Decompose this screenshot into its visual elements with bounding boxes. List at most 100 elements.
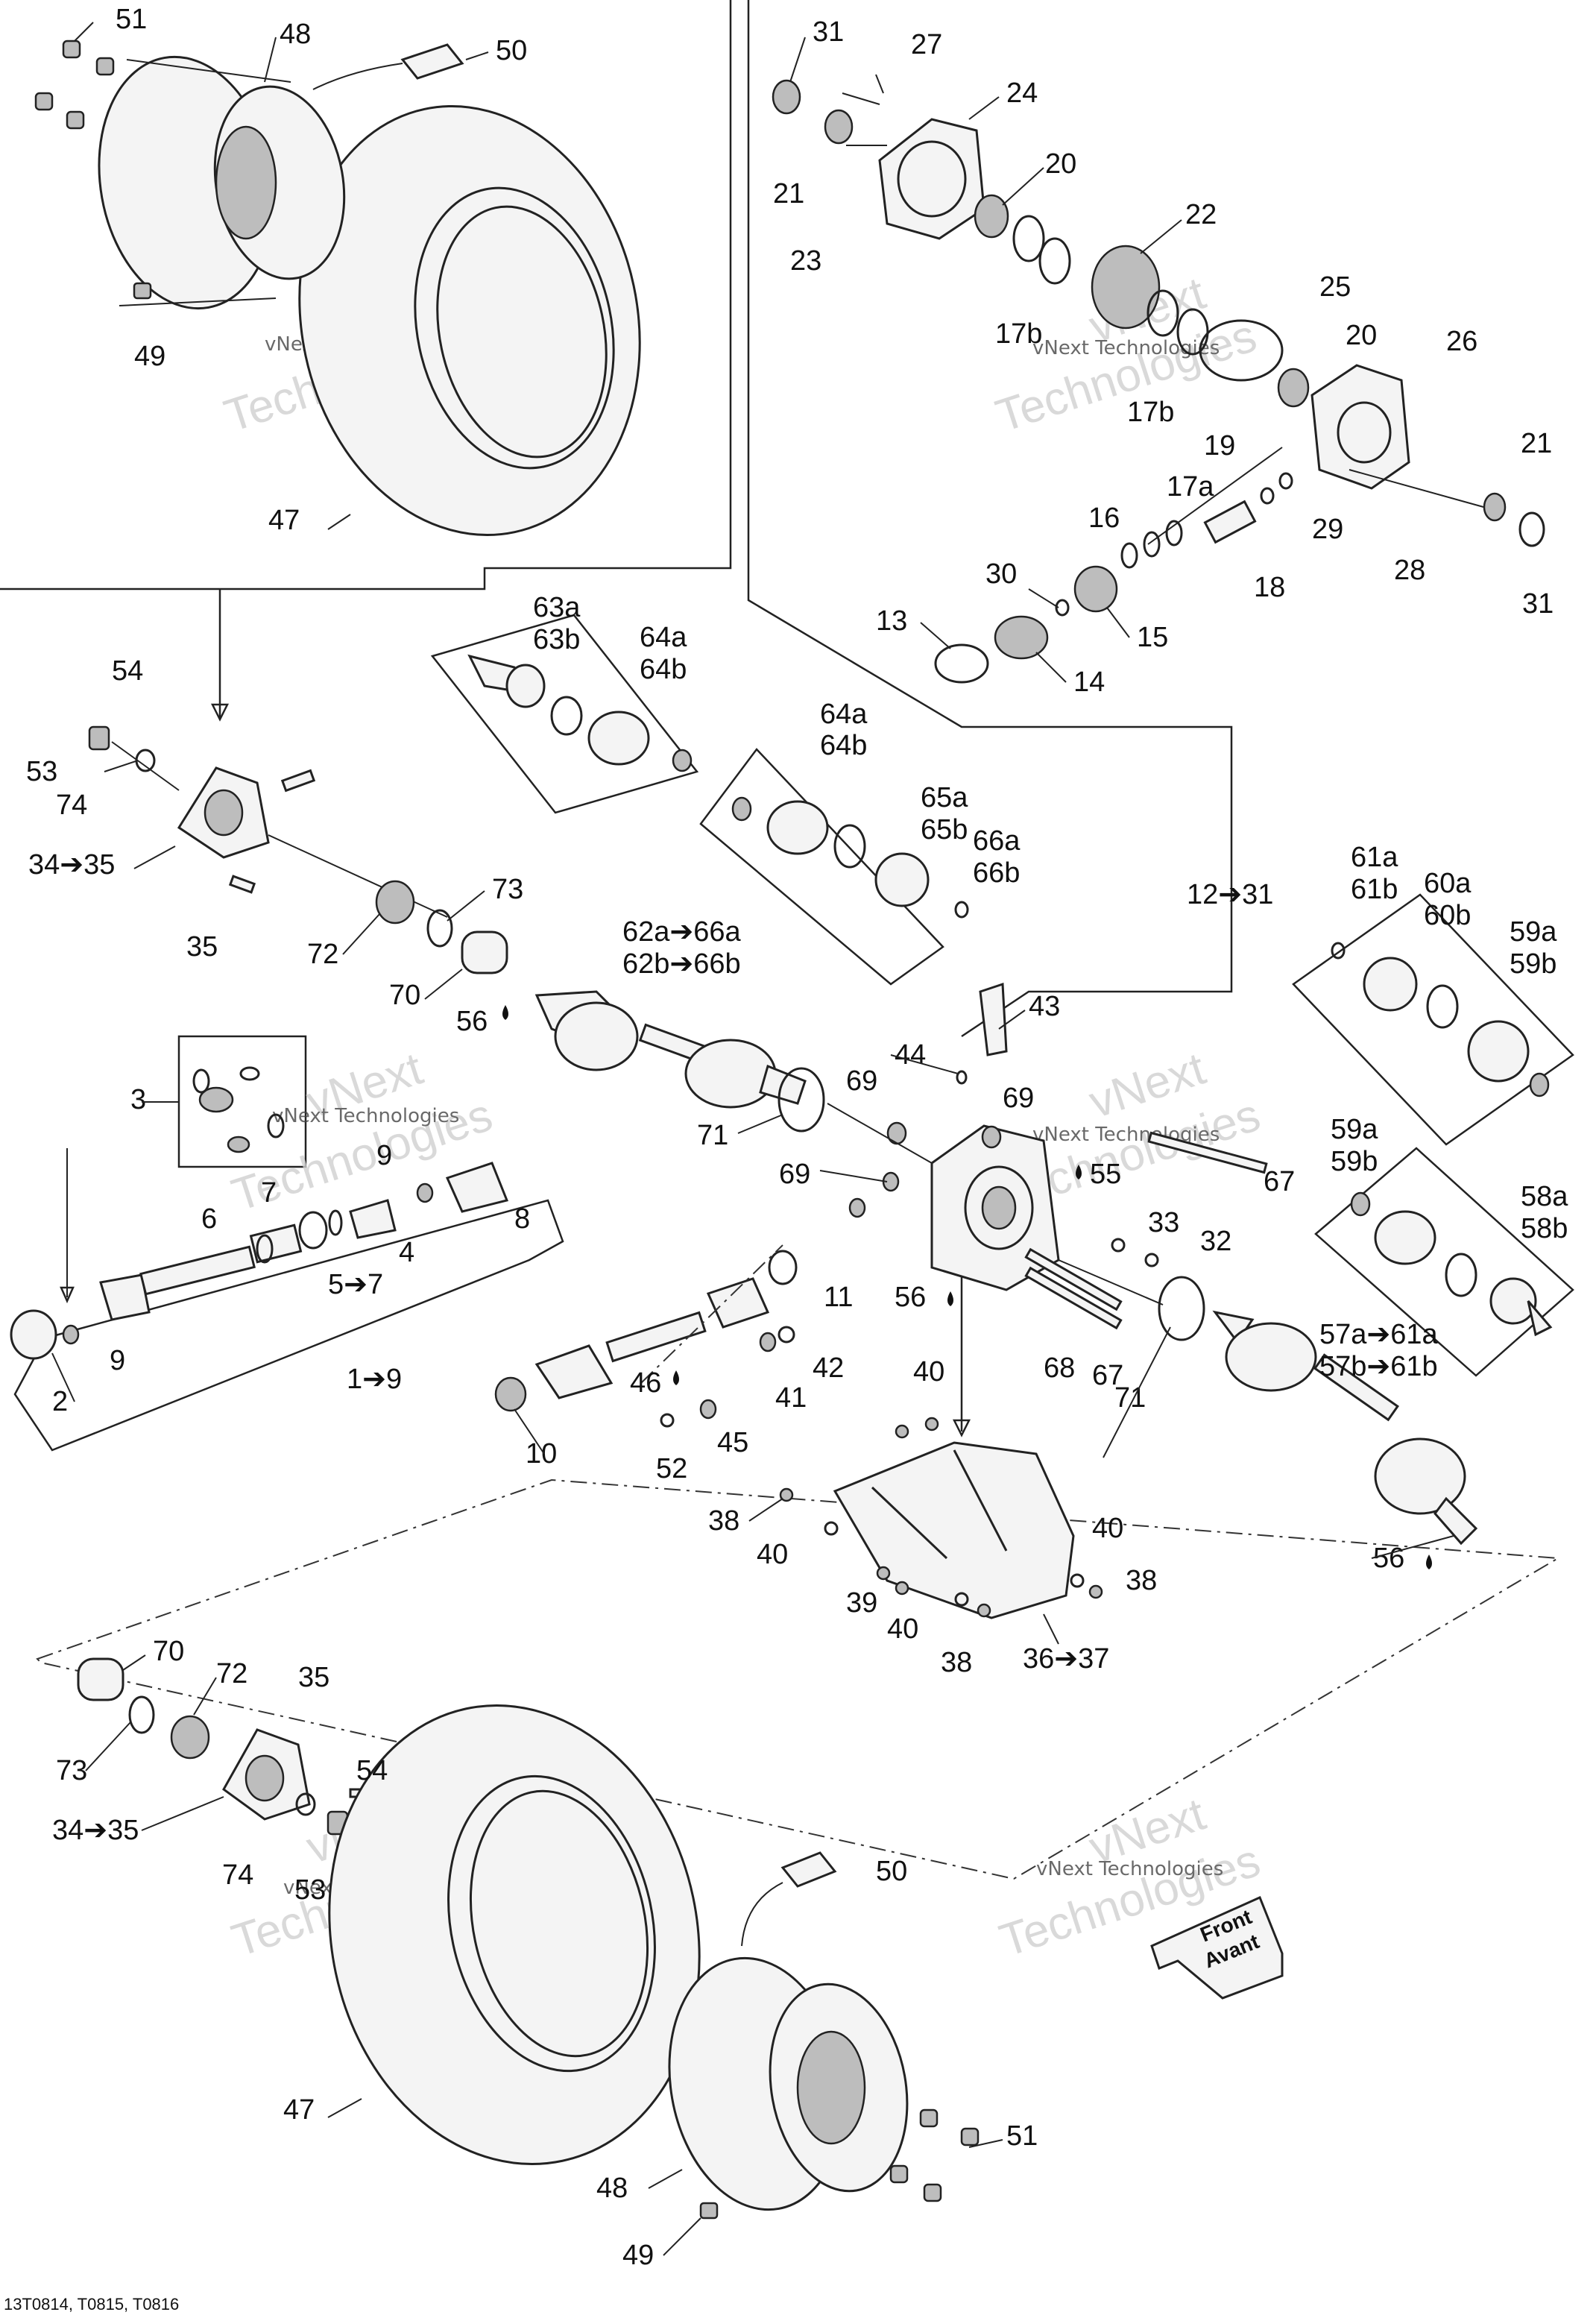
callout: 29 [1312, 514, 1343, 545]
oil-drop-icon [502, 1005, 508, 1020]
oil-drop-icon [1076, 1165, 1082, 1179]
callout: 32 [1200, 1226, 1231, 1257]
callout: 5➔7 [328, 1269, 383, 1300]
differential-housing [827, 982, 1268, 1330]
callout: 9 [110, 1345, 125, 1376]
callout: 62b➔66b [622, 948, 741, 980]
callout: 19 [1204, 430, 1235, 462]
callout: 54 [112, 655, 143, 687]
callout: 10 [526, 1438, 557, 1470]
callout: 60a [1424, 868, 1472, 899]
callout: 34➔35 [28, 849, 115, 881]
yoke-2 [10, 1309, 57, 1360]
callout: 67 [1264, 1166, 1295, 1197]
callout: 39 [846, 1587, 877, 1619]
callout: 24 [1006, 78, 1038, 109]
callout: 17a [1167, 471, 1214, 503]
propeller-shaft [10, 1066, 509, 1360]
callout: 20 [1346, 320, 1377, 351]
callout: 11 [824, 1282, 853, 1313]
callout: 43 [1029, 991, 1060, 1022]
pinion-18 [1203, 500, 1257, 544]
callout: 51 [116, 4, 147, 35]
oil-drop-icon [1426, 1555, 1432, 1569]
callout: 44 [895, 1039, 926, 1071]
callout: 38 [1126, 1565, 1157, 1596]
callout: 57a➔61a [1319, 1319, 1439, 1350]
callout: 64b [640, 654, 687, 685]
yoke-10 [534, 1344, 614, 1399]
differential-internals [772, 74, 1545, 684]
callout: 59a [1510, 916, 1557, 948]
callout: 47 [268, 505, 300, 536]
callout: 41 [775, 1382, 807, 1414]
bearing-70-upper [461, 930, 508, 974]
front-direction-sign: Front Avant [1150, 1895, 1284, 2000]
nuts-51-upper [34, 40, 115, 130]
label-50-lower [780, 1851, 837, 1888]
callout: 21 [773, 178, 804, 210]
callout: 73 [492, 874, 523, 905]
callout: 67 [1092, 1360, 1123, 1391]
callout: 20 [1045, 148, 1076, 180]
lower-wheel-assembly [77, 1657, 980, 2220]
callout: 38 [941, 1647, 972, 1678]
boot-62-outer [554, 1001, 639, 1071]
breather-43 [979, 982, 1008, 1056]
callout: 64b [820, 730, 867, 761]
callout: 26 [1446, 326, 1477, 357]
watermark-small: vNext Technologies [1032, 337, 1220, 359]
callout: 59b [1510, 948, 1556, 980]
callout: 21 [1521, 428, 1552, 459]
callout: 6 [201, 1203, 217, 1235]
callout: 45 [717, 1427, 748, 1458]
callout: 70 [153, 1636, 184, 1667]
ring-11 [768, 1250, 798, 1285]
callout: 28 [1394, 555, 1425, 586]
callout: 63a [533, 592, 581, 623]
callout: 40 [757, 1539, 788, 1570]
callout: 58b [1521, 1213, 1568, 1244]
callout: 25 [1319, 271, 1351, 303]
callout: 47 [283, 2094, 315, 2126]
oil-drop-icon [947, 1291, 953, 1306]
tire-47-upper [298, 105, 641, 536]
callout: 8 [514, 1203, 530, 1235]
callout: 56 [895, 1282, 926, 1313]
callout: 56 [1373, 1543, 1404, 1574]
callout: 49 [622, 2240, 654, 2271]
callout: 51 [1006, 2120, 1038, 2152]
callout: 66a [973, 825, 1021, 857]
callout: 40 [1092, 1513, 1123, 1544]
callout: 53 [26, 756, 57, 787]
callout: 59a [1331, 1114, 1378, 1145]
callout: 17b [1127, 397, 1174, 428]
reference-code: 13T0814, T0815, T0816 [4, 2295, 179, 2314]
oil-drop-icons [502, 1005, 1432, 1569]
callout: 14 [1073, 667, 1105, 698]
tire-47-lower [328, 1704, 701, 2165]
bearing-70-lower [77, 1657, 124, 1701]
seal-72-upper [375, 880, 415, 925]
callout: 63b [533, 624, 580, 655]
callout: 69 [846, 1065, 877, 1097]
boot-57-inner [1225, 1322, 1317, 1392]
callout: 31 [1522, 588, 1554, 620]
callout: 69 [1003, 1083, 1034, 1114]
callout: 35 [298, 1662, 329, 1693]
callout: 74 [56, 790, 87, 821]
callout: 69 [779, 1159, 810, 1190]
callout: 16 [1088, 503, 1120, 534]
callout: 50 [876, 1856, 907, 1887]
callout: 64a [820, 699, 868, 730]
callout: 52 [656, 1453, 687, 1484]
callout: 58a [1521, 1181, 1568, 1212]
callout: 70 [389, 980, 420, 1011]
upper-wheel-assembly [34, 40, 641, 536]
callout: 56 [456, 1006, 488, 1037]
callout: 62a➔66a [622, 916, 742, 948]
ring-71-lower [1158, 1276, 1205, 1341]
callout: 71 [1114, 1382, 1146, 1414]
callout: 59b [1331, 1146, 1378, 1177]
